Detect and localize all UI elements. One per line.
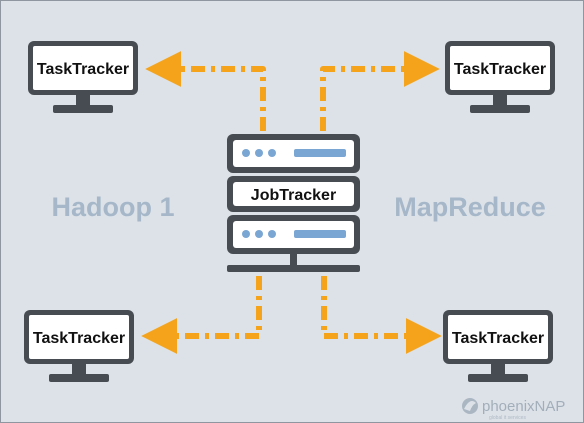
connector-arrows bbox=[141, 51, 442, 354]
monitor-icon-top-right: TaskTracker bbox=[445, 41, 555, 113]
server-icon: JobTracker bbox=[227, 134, 360, 272]
monitor-icon-bottom-left: TaskTracker bbox=[24, 310, 134, 382]
tasktracker-label-top-left: TaskTracker bbox=[37, 61, 129, 78]
arrow-to-top-left bbox=[145, 51, 266, 131]
tasktracker-label-top-right: TaskTracker bbox=[454, 61, 546, 78]
phoenixnap-logo: phoenixNAP global it services bbox=[462, 398, 565, 421]
left-caption: Hadoop 1 bbox=[51, 192, 174, 222]
arrow-to-bottom-right bbox=[321, 276, 442, 354]
right-caption: MapReduce bbox=[394, 192, 546, 222]
server-base bbox=[227, 265, 360, 272]
watermark-brand: phoenixNAP bbox=[482, 398, 565, 415]
watermark-tagline: global it services bbox=[489, 415, 526, 421]
monitor-icon-bottom-right: TaskTracker bbox=[443, 310, 553, 382]
server-stem bbox=[290, 254, 297, 266]
tasktracker-label-bottom-left: TaskTracker bbox=[33, 330, 125, 347]
tasktracker-label-bottom-right: TaskTracker bbox=[452, 330, 544, 347]
jobtracker-label: JobTracker bbox=[251, 187, 336, 204]
monitor-icon-top-left: TaskTracker bbox=[28, 41, 138, 113]
arrow-to-top-right bbox=[320, 51, 440, 131]
arrow-to-bottom-left bbox=[141, 276, 262, 354]
